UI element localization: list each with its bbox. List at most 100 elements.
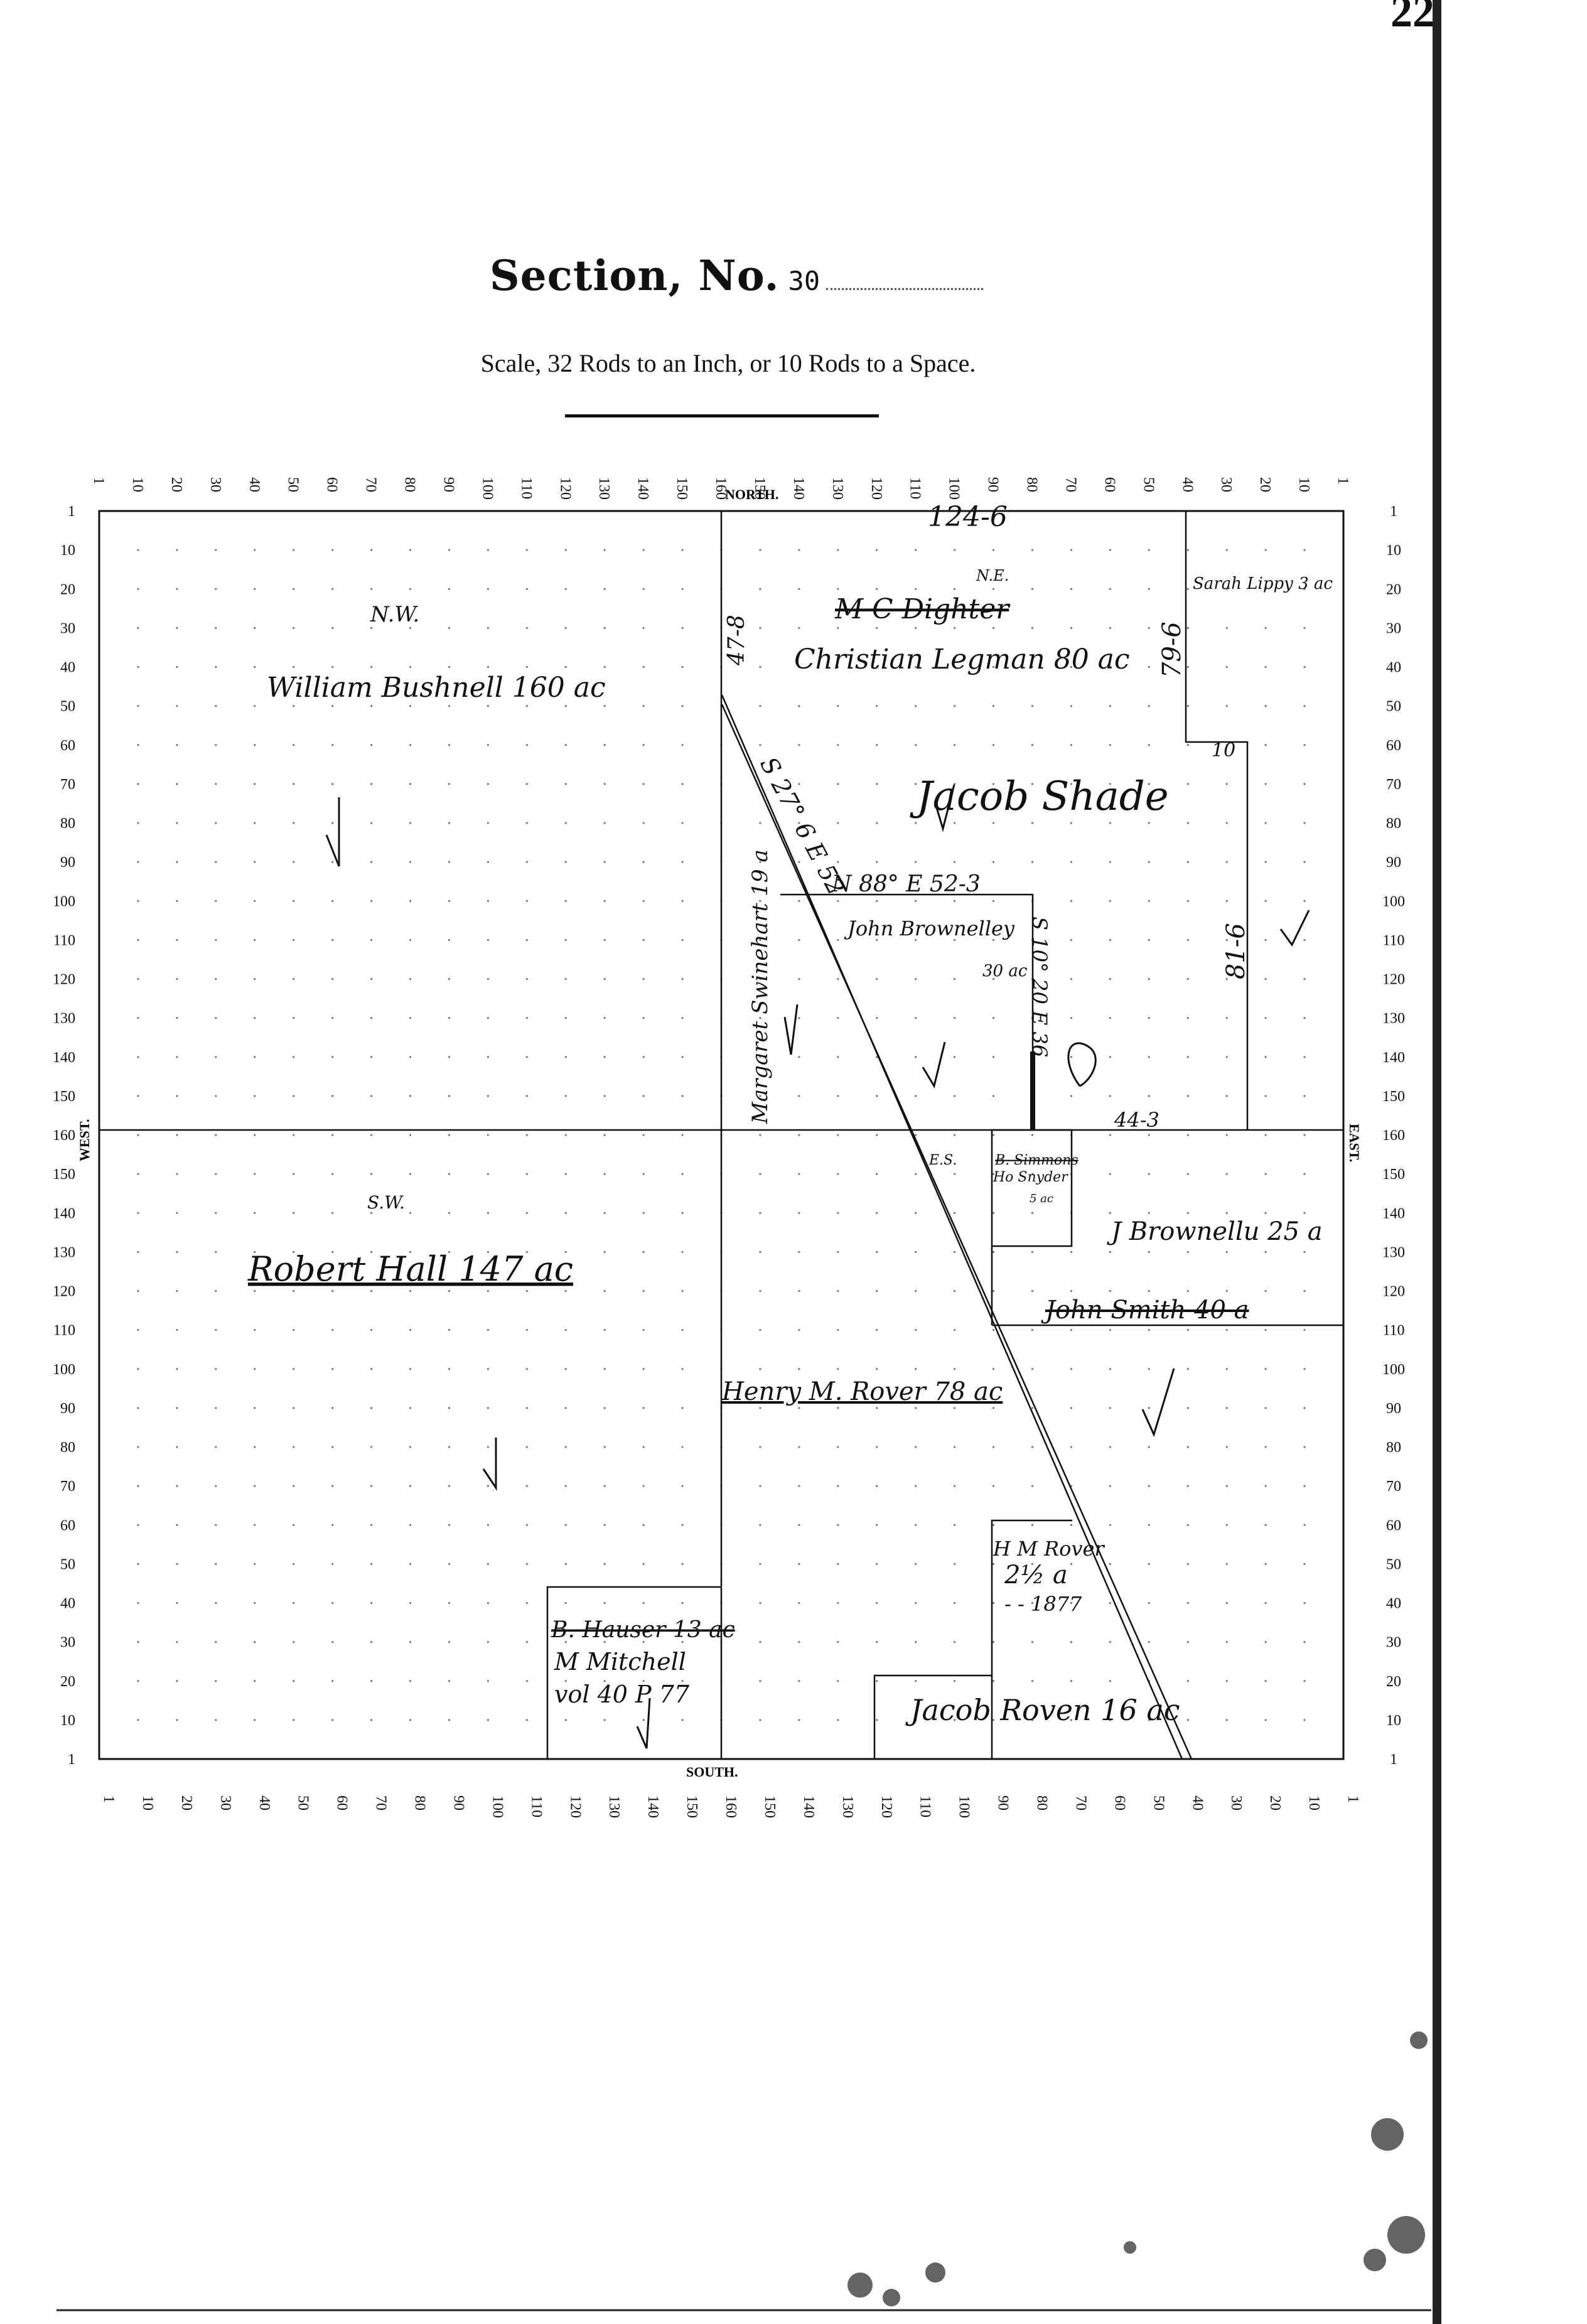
grid-dot bbox=[1148, 1368, 1150, 1370]
top-scale-label: 10 bbox=[1296, 477, 1312, 492]
grid-dot bbox=[992, 1173, 995, 1175]
grid-dot bbox=[642, 1017, 645, 1019]
grid-dot bbox=[681, 1095, 684, 1097]
grid-dot bbox=[876, 549, 878, 551]
grid-dot bbox=[954, 1446, 956, 1448]
grid-dot bbox=[1303, 1017, 1306, 1019]
grid-dot bbox=[954, 1017, 956, 1019]
grid-dot bbox=[409, 705, 412, 707]
grid-dot bbox=[137, 939, 139, 941]
grid-dot bbox=[215, 665, 217, 669]
grid-dot bbox=[681, 1485, 684, 1487]
grid-dot bbox=[409, 1524, 412, 1526]
grid-dot bbox=[487, 1289, 489, 1293]
grid-dot bbox=[992, 1719, 995, 1721]
grid-dot bbox=[564, 665, 567, 669]
grid-dot bbox=[293, 1289, 295, 1293]
grid-dot bbox=[1031, 861, 1034, 863]
grid-dot bbox=[448, 977, 451, 981]
grid-dot bbox=[1186, 549, 1189, 551]
grid-dot bbox=[603, 1212, 606, 1214]
grid-dot bbox=[254, 705, 256, 707]
top-scale-label: 80 bbox=[402, 477, 418, 492]
grid-dot bbox=[487, 1563, 489, 1565]
grid-dot bbox=[1148, 861, 1150, 863]
grid-dot bbox=[176, 627, 178, 629]
grid-dot bbox=[564, 588, 567, 590]
grid-dot bbox=[525, 1329, 528, 1331]
grid-dot bbox=[448, 1601, 451, 1605]
bottom-scale-label: 20 bbox=[1267, 1795, 1283, 1810]
bottom-scale-label: 140 bbox=[800, 1795, 817, 1818]
grid-dot bbox=[992, 1056, 995, 1058]
right-scale-label: 10 bbox=[1386, 542, 1401, 559]
grid-dot bbox=[293, 822, 295, 824]
grid-dot bbox=[681, 900, 684, 902]
grid-dot bbox=[915, 1056, 917, 1058]
grid-dot bbox=[1109, 1407, 1111, 1409]
grid-dot bbox=[215, 588, 217, 590]
section-title-label: Section, No. bbox=[490, 251, 780, 300]
grid-dot bbox=[331, 744, 334, 746]
grid-dot bbox=[448, 1289, 451, 1293]
grid-dot bbox=[798, 1095, 800, 1097]
left-scale-label: 1 bbox=[68, 503, 75, 520]
bottom-scale-label: 110 bbox=[917, 1795, 933, 1817]
grid-dot bbox=[876, 1173, 878, 1175]
measure-81-6: 81-6 bbox=[1222, 923, 1251, 979]
grid-dot bbox=[176, 1212, 178, 1214]
grid-dot bbox=[759, 1407, 761, 1409]
grid-dot bbox=[1031, 1251, 1034, 1253]
christian-legman-label: Christian Legman 80 ac bbox=[794, 643, 1130, 675]
grid-dot bbox=[992, 1485, 995, 1487]
grid-dot bbox=[137, 1134, 139, 1136]
grid-dot bbox=[1225, 1212, 1228, 1214]
grid-dot bbox=[1303, 900, 1306, 902]
grid-dot bbox=[876, 1251, 878, 1253]
grid-dot bbox=[176, 783, 178, 785]
grid-dot bbox=[759, 1212, 761, 1214]
grid-dot bbox=[1186, 977, 1189, 981]
grid-dot bbox=[370, 1446, 373, 1448]
grid-dot bbox=[798, 665, 800, 669]
grid-dot bbox=[1186, 783, 1189, 785]
ho-snyder-label: Ho Snyder bbox=[993, 1170, 1068, 1185]
grid-dot bbox=[1303, 1289, 1306, 1293]
grid-dot bbox=[254, 1368, 256, 1370]
top-scale-label: 70 bbox=[1062, 477, 1079, 492]
grid-dot bbox=[1109, 1446, 1111, 1448]
grid-dot bbox=[564, 1134, 567, 1136]
right-scale-label: 80 bbox=[1386, 1439, 1401, 1456]
grid-dot bbox=[254, 1212, 256, 1214]
grid-dot bbox=[798, 1056, 800, 1058]
measure-10: 10 bbox=[1212, 740, 1235, 761]
grid-dot bbox=[215, 1212, 217, 1214]
right-scale-label: 80 bbox=[1386, 815, 1401, 832]
grid-dot bbox=[837, 939, 839, 941]
grid-dot bbox=[1264, 1095, 1267, 1097]
grid-dot bbox=[681, 1289, 684, 1293]
grid-dot bbox=[215, 1368, 217, 1370]
grid-dot bbox=[992, 861, 995, 863]
jacob-roven-label: Jacob Roven 16 ac bbox=[905, 1693, 1180, 1727]
left-scale-label: 70 bbox=[60, 777, 75, 793]
grid-dot bbox=[876, 1134, 878, 1136]
sarah-lippy-parcel-line bbox=[1185, 511, 1249, 1130]
grid-dot bbox=[837, 1056, 839, 1058]
section-title: Section, No. 30 bbox=[490, 251, 1055, 314]
grid-dot bbox=[331, 1446, 334, 1448]
grid-dot bbox=[331, 1329, 334, 1331]
grid-dot bbox=[1070, 744, 1073, 746]
grid-dot bbox=[525, 744, 528, 746]
right-scale-label: 110 bbox=[1382, 1323, 1404, 1339]
grid-dot bbox=[837, 1407, 839, 1409]
grid-dot bbox=[254, 549, 256, 551]
grid-dot bbox=[254, 1680, 256, 1682]
grid-dot bbox=[1225, 705, 1228, 707]
grid-dot bbox=[525, 1407, 528, 1409]
right-scale-label: 90 bbox=[1386, 1401, 1401, 1417]
grid-dot bbox=[293, 1563, 295, 1565]
grid-dot bbox=[954, 977, 956, 981]
grid-dot bbox=[215, 1095, 217, 1097]
grid-dot bbox=[681, 1680, 684, 1682]
